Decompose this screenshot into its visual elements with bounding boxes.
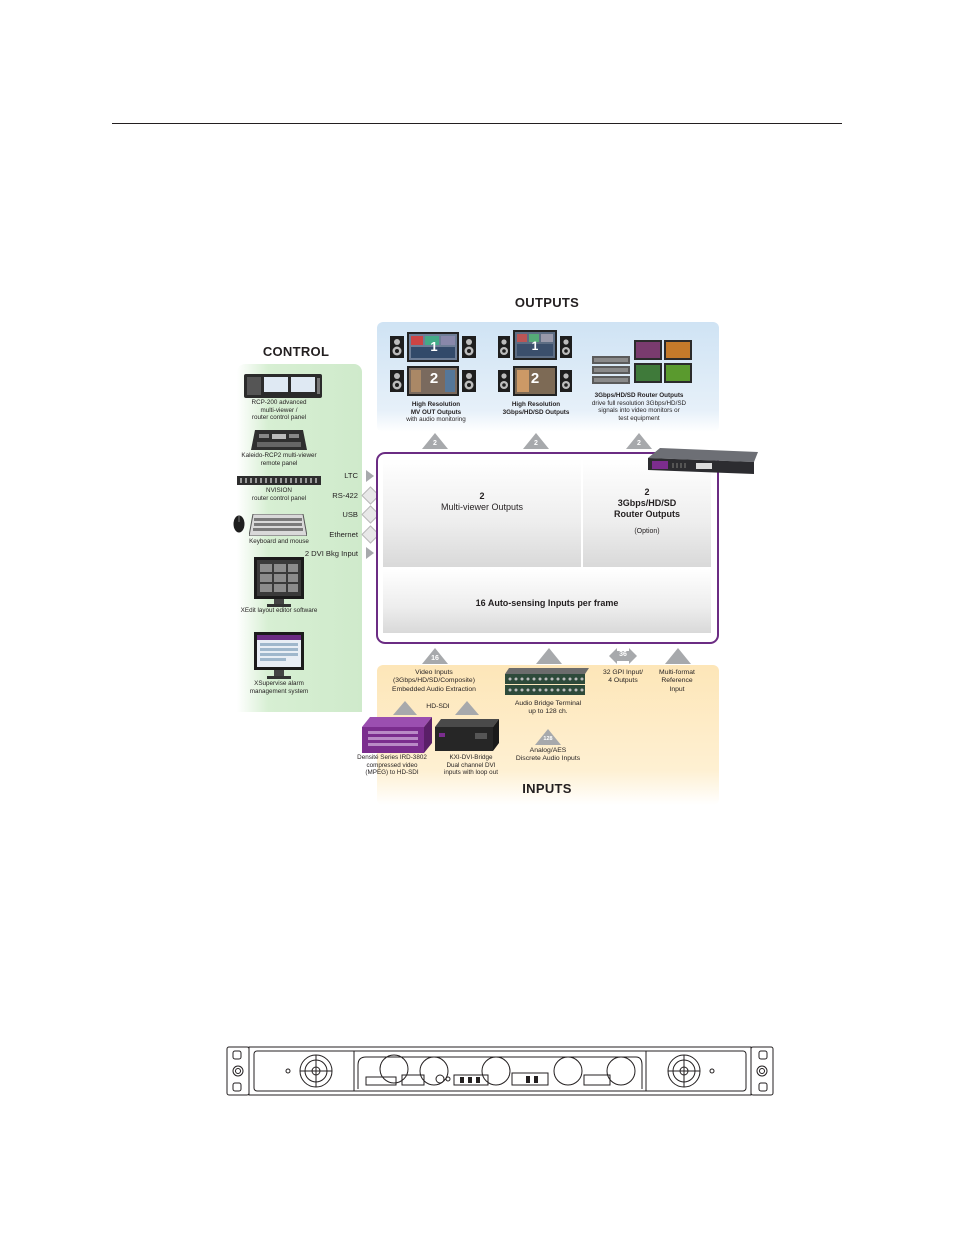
rack-unit-icon xyxy=(592,356,630,384)
mv-screen-number-bottom: 2 xyxy=(429,370,439,387)
router-outputs-text: 2 3Gbps/HD/SD Router Outputs (Option) xyxy=(614,487,680,535)
port-ltc-label: LTC xyxy=(344,471,358,480)
port-usb-label: USB xyxy=(342,510,358,519)
keyboard-label: Keyboard and mouse xyxy=(249,538,309,545)
mv-output-monitors xyxy=(390,332,478,396)
gpi-bidirectional-arrow-icon xyxy=(609,648,637,664)
mv-outputs-cell xyxy=(383,459,581,567)
densite-frame-icon xyxy=(362,717,432,753)
router-output-arrow-icon xyxy=(626,433,652,449)
analog-input-count: 128 xyxy=(543,736,553,742)
router-output-count: 2 xyxy=(637,440,641,447)
front-panel-drawing xyxy=(226,1045,774,1097)
hd-screen-number-bottom: 2 xyxy=(530,370,540,387)
hd-sdi-label: HD-SDI xyxy=(426,703,450,710)
mouse-icon xyxy=(233,515,245,533)
nvision-panel-icon xyxy=(237,476,321,485)
reference-input-arrow-icon xyxy=(665,648,691,664)
control-heading: CONTROL xyxy=(262,344,330,359)
ltc-arrow-icon xyxy=(366,470,374,482)
mv-output-count: 2 xyxy=(433,440,437,447)
gpi-label: 32 GPI Input/4 Outputs xyxy=(602,669,644,685)
xedit-monitor-icon xyxy=(254,557,304,607)
inputs-heading: INPUTS xyxy=(522,781,572,796)
hd-output-count: 2 xyxy=(534,440,538,447)
video-input-count: 16 xyxy=(431,655,439,662)
router-outputs-cell xyxy=(583,459,711,567)
gpi-count: 36 xyxy=(619,651,627,658)
xedit-label: XEdit layout editor software xyxy=(240,607,318,614)
keyboard-icon xyxy=(249,514,307,536)
router-output-equipment xyxy=(592,340,692,386)
kxi-input-arrow-icon xyxy=(455,701,479,715)
densite-input-arrow-icon xyxy=(393,701,417,715)
kaleido-rack-unit-icon xyxy=(648,448,758,476)
speaker-icon xyxy=(390,336,404,358)
outputs-heading: OUTPUTS xyxy=(514,295,580,310)
kxi-bridge-icon xyxy=(435,719,499,751)
hd-screen-number-top: 1 xyxy=(531,339,539,353)
video-input-arrow-icon xyxy=(422,648,448,664)
hd-output-monitors xyxy=(498,330,572,396)
xsupervise-monitor-icon xyxy=(254,632,304,680)
inputs-per-frame-text: 16 Auto-sensing Inputs per frame xyxy=(475,598,619,608)
port-ethernet-label: Ethernet xyxy=(329,530,358,539)
port-dvi-label: 2 DVI Bkg Input xyxy=(304,549,358,558)
port-rs422-label: RS-422 xyxy=(332,491,358,500)
analog-input-arrow-icon xyxy=(535,729,561,745)
mv-screen-number-top: 1 xyxy=(430,339,438,354)
page-header-rule xyxy=(112,123,842,124)
rcp2-panel-icon xyxy=(251,430,307,450)
hd-output-arrow-icon xyxy=(523,433,549,449)
inputs-cell xyxy=(383,569,711,633)
mv-output-arrow-icon xyxy=(422,433,448,449)
video-inputs-label: Video Inputs(3Gbps/HD/SD/Composite)Embed… xyxy=(392,669,476,693)
audio-bridge-arrow-icon xyxy=(536,648,562,664)
audio-bridge-icon xyxy=(505,668,589,696)
rcp200-panel-icon xyxy=(244,374,322,398)
dvi-arrow-icon xyxy=(366,547,374,559)
